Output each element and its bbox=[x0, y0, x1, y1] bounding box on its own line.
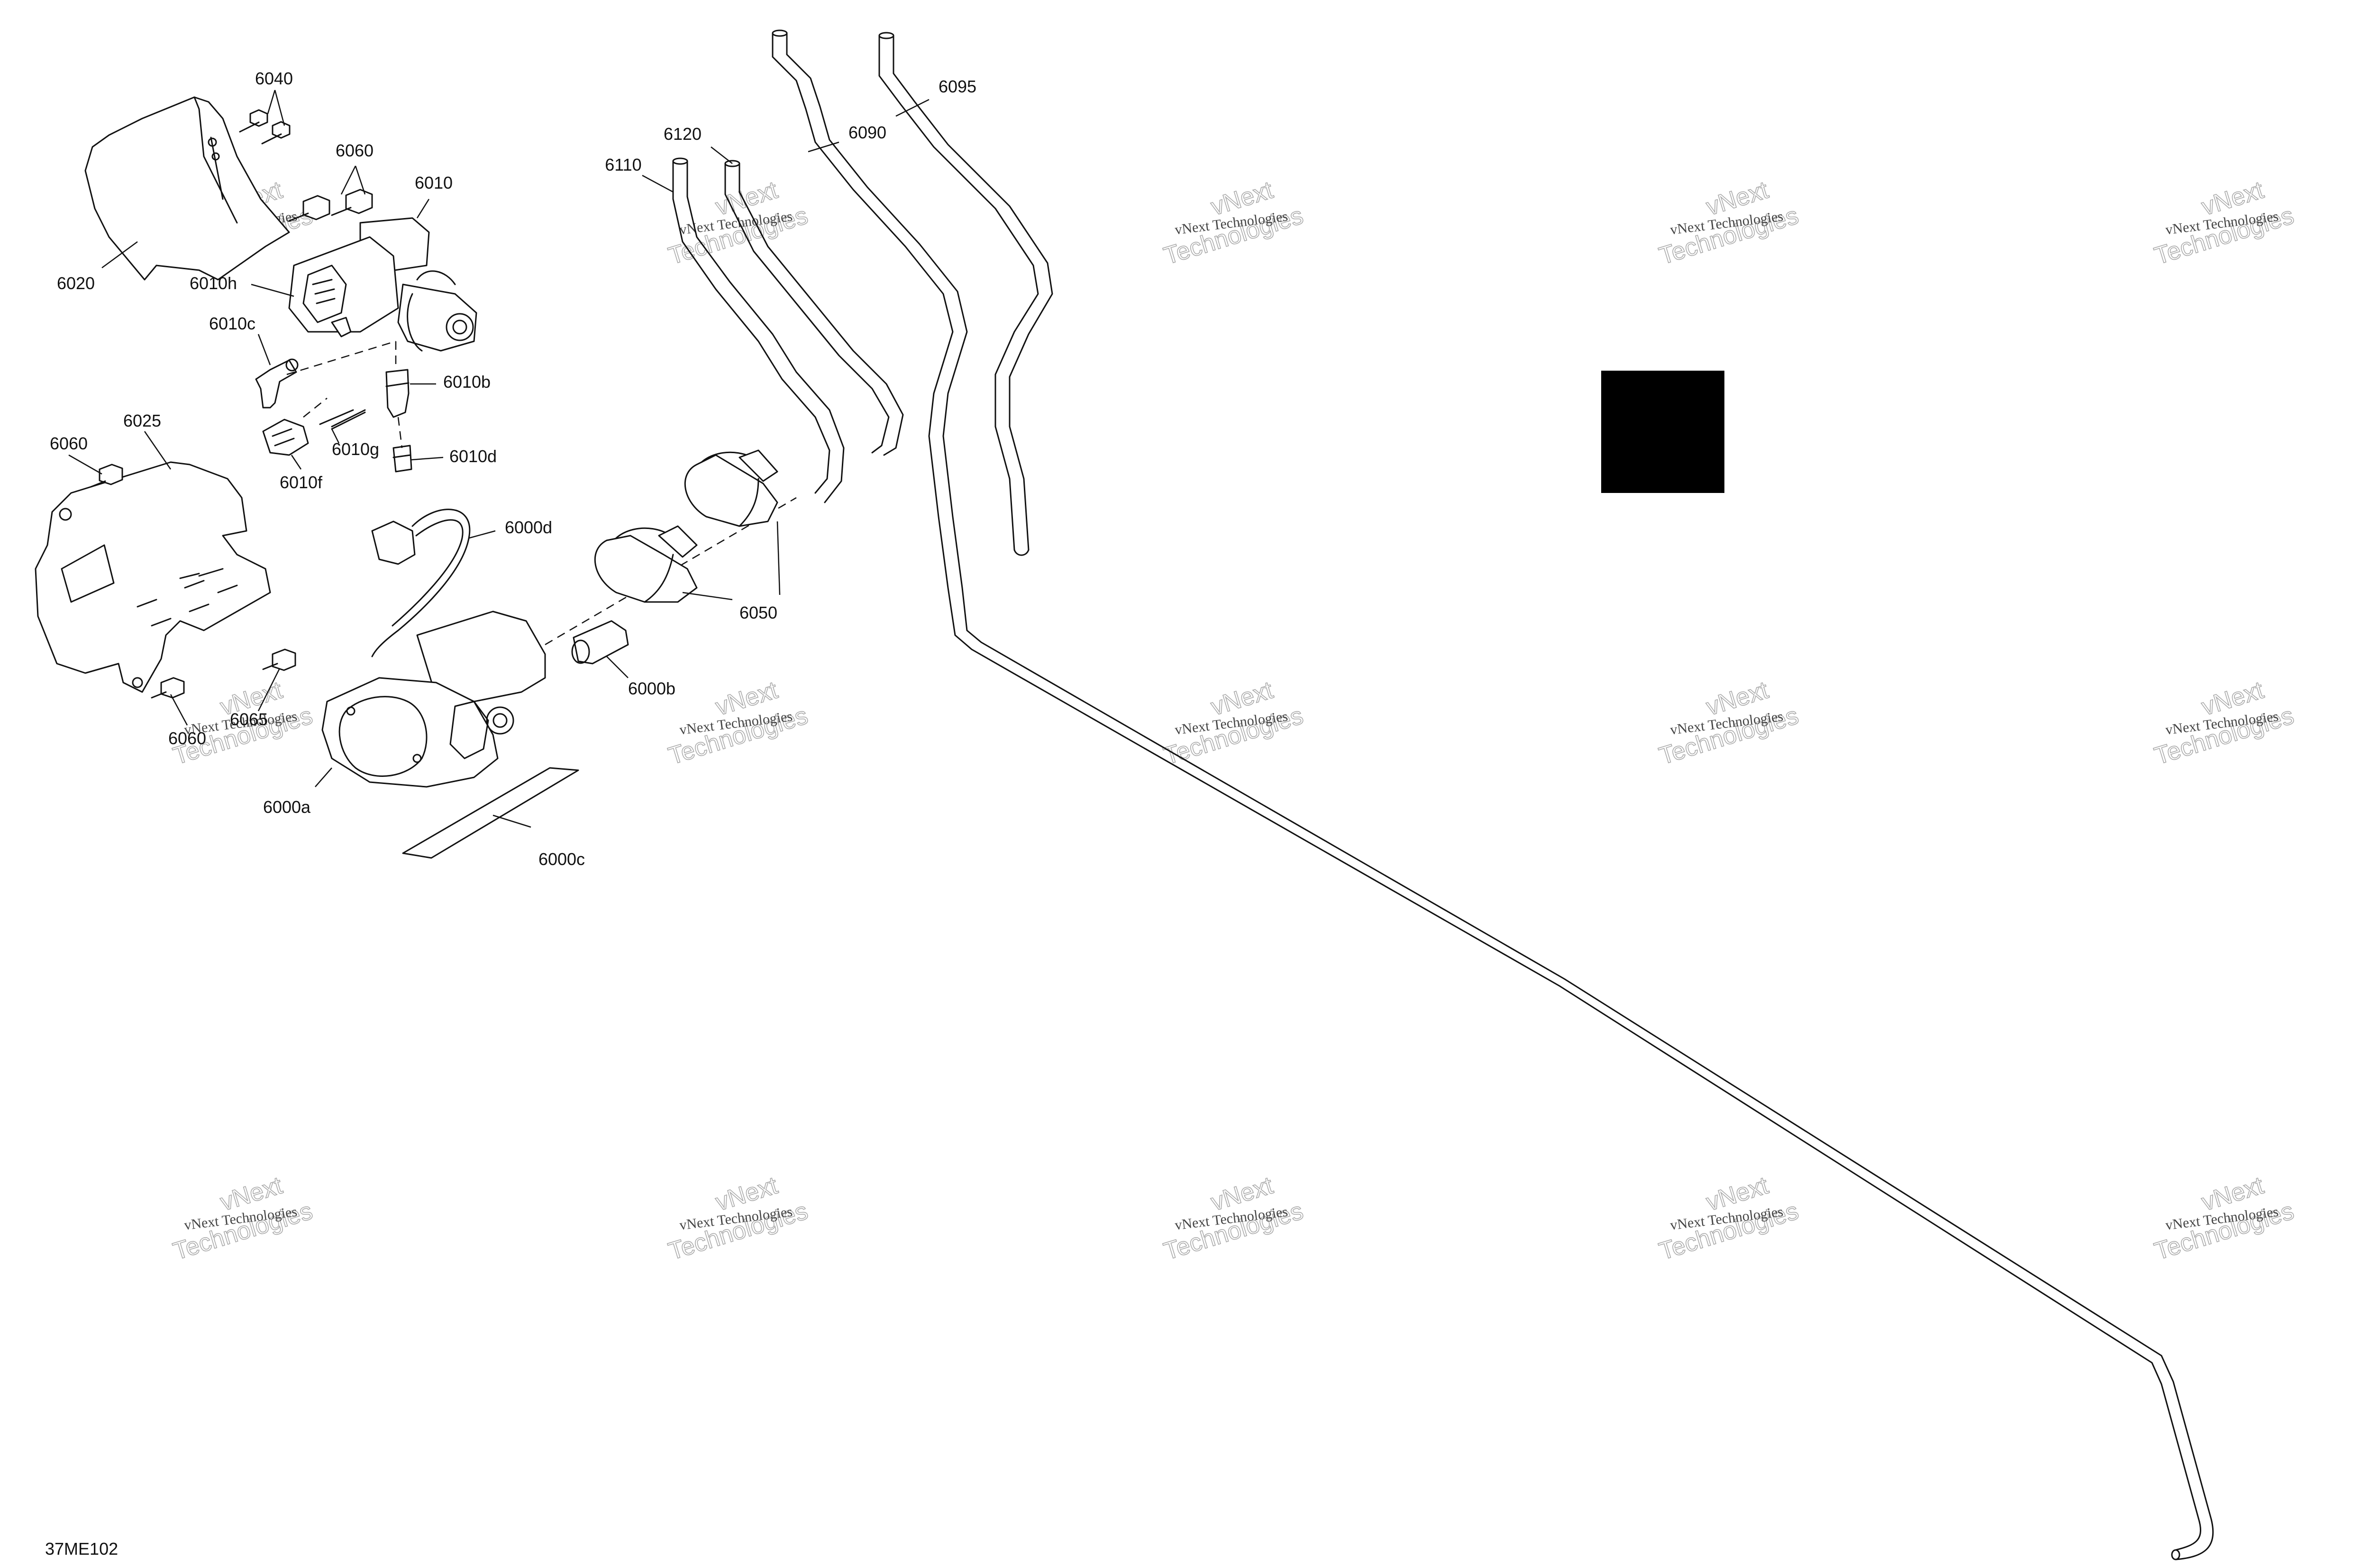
sensor-6010f bbox=[262, 419, 309, 456]
callout-6050: 6050 bbox=[739, 603, 777, 622]
hose-6110 bbox=[672, 157, 845, 503]
callout-6010c: 6010c bbox=[209, 314, 255, 333]
assembly-line bbox=[397, 417, 403, 448]
callout-6060: 6060 bbox=[168, 729, 206, 748]
bolt-6060-top bbox=[288, 189, 373, 222]
pad-6000c bbox=[402, 767, 579, 859]
assembly-line bbox=[286, 340, 396, 375]
hose-6120 bbox=[724, 160, 904, 456]
wire-harness-6000d bbox=[371, 509, 471, 657]
callout-6010g: 6010g bbox=[332, 439, 379, 459]
callout-6010: 6010 bbox=[415, 173, 453, 192]
callout-6010d: 6010d bbox=[449, 447, 497, 466]
callout-labels: 6040 6060 6010 6020 6010h 6010c 6010b 60… bbox=[50, 69, 976, 869]
callout-6060: 6060 bbox=[336, 141, 374, 160]
callout-6040: 6040 bbox=[255, 69, 293, 88]
fitting-6010b bbox=[385, 369, 410, 418]
screw-6040 bbox=[239, 109, 291, 145]
bolt-6060-lower-b bbox=[151, 677, 185, 699]
leader-lines bbox=[68, 90, 930, 828]
callout-6000c: 6000c bbox=[538, 849, 585, 869]
callout-6000a: 6000a bbox=[263, 797, 311, 817]
callout-6060: 6060 bbox=[50, 434, 88, 453]
callout-6025: 6025 bbox=[123, 411, 161, 430]
callout-6010f: 6010f bbox=[280, 473, 323, 492]
callout-6020: 6020 bbox=[57, 273, 95, 293]
bracket-6025 bbox=[35, 461, 271, 693]
bolt-6060-lower-a bbox=[90, 464, 123, 488]
callout-6090: 6090 bbox=[848, 123, 886, 142]
redaction-block bbox=[1601, 371, 1724, 493]
bolt-6065 bbox=[262, 648, 296, 671]
valve-6010 bbox=[288, 217, 477, 352]
assembly-line bbox=[303, 398, 328, 418]
drawing-code: 37ME102 bbox=[45, 1539, 118, 1559]
callout-6065: 6065 bbox=[230, 710, 268, 729]
callout-6000d: 6000d bbox=[505, 518, 552, 537]
hose-6090 bbox=[772, 29, 2214, 1560]
clamp-6050-b bbox=[684, 449, 778, 527]
callout-6010b: 6010b bbox=[443, 372, 491, 392]
callout-6000b: 6000b bbox=[628, 679, 675, 698]
callout-6095: 6095 bbox=[939, 77, 976, 96]
clamp-6050-a bbox=[594, 525, 698, 603]
elbow-fitting-6010c bbox=[255, 358, 299, 409]
pin-6010g bbox=[319, 409, 366, 430]
nipple-6010d bbox=[392, 445, 412, 473]
fitting-6000b bbox=[571, 620, 629, 665]
hose-6095 bbox=[878, 32, 1053, 556]
pump-6000a bbox=[321, 611, 546, 788]
callout-6110: 6110 bbox=[605, 155, 641, 174]
callout-6120: 6120 bbox=[664, 124, 702, 144]
bracket-6020 bbox=[84, 96, 290, 281]
callout-6010h: 6010h bbox=[190, 273, 237, 293]
